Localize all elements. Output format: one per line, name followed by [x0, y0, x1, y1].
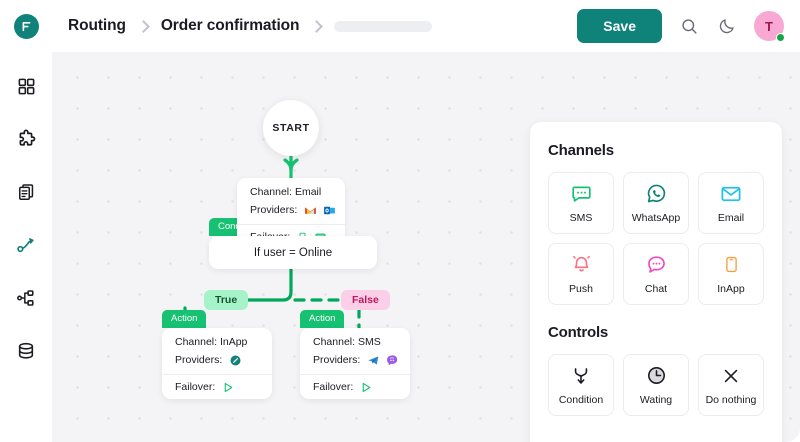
provider-icons — [367, 354, 399, 367]
chevron-right-icon — [310, 19, 324, 33]
sidebar-item-database[interactable] — [14, 339, 38, 363]
control-tile-waiting[interactable]: Wating — [623, 354, 689, 416]
channel-tile-label: Email — [717, 211, 745, 224]
control-tile-condition[interactable]: Condition — [548, 354, 614, 416]
save-button[interactable]: Save — [577, 9, 662, 43]
channels-grid: SMS WhatsApp — [548, 172, 764, 305]
provider-icons — [229, 354, 242, 367]
node-tag-action-sms: Action — [300, 310, 345, 328]
node-providers-label: Providers: — [250, 204, 298, 216]
node-providers-row: Providers: — [300, 351, 410, 374]
inapp-circle-icon — [230, 355, 241, 365]
app-header: Routing Order confirmation Save T — [0, 0, 800, 52]
breadcrumb-placeholder — [334, 20, 433, 32]
control-tile-label: Do nothing — [705, 393, 757, 406]
channel-tile-label: Push — [569, 282, 593, 295]
channel-tile-label: InApp — [717, 282, 745, 295]
clock-icon — [646, 365, 667, 387]
node-action-inapp[interactable]: Channel: InApp Providers: Failover: — [162, 328, 272, 399]
node-condition[interactable]: If user = Online — [209, 236, 377, 269]
sidebar-item-documents[interactable] — [14, 180, 38, 204]
node-action-sms[interactable]: Channel: SMS Providers: — [300, 328, 410, 399]
node-providers-label: Providers: — [175, 354, 223, 366]
channel-tile-email[interactable]: Email — [698, 172, 764, 234]
channel-tile-label: SMS — [569, 211, 593, 224]
node-channel-row: Channel: Email — [237, 178, 345, 201]
bell-icon — [571, 254, 592, 276]
branch-arrow-icon — [571, 365, 591, 387]
control-tile-do-nothing[interactable]: Do nothing — [698, 354, 764, 416]
envelope-icon — [720, 183, 742, 205]
sidebar-item-routing[interactable] — [14, 233, 38, 257]
phone-inapp-icon — [723, 254, 740, 276]
sms-bubble-icon — [571, 183, 592, 205]
controls-title: Controls — [548, 324, 609, 341]
sidebar-item-integrations[interactable] — [14, 127, 38, 151]
online-status-indicator — [776, 33, 785, 42]
node-channel-row: Channel: SMS — [300, 328, 410, 351]
branch-label-true[interactable]: True — [204, 290, 249, 310]
provider-icons — [304, 204, 336, 217]
flow-canvas[interactable]: START Channel: Email Providers: — [52, 52, 800, 442]
node-failover-row: Failover: — [300, 374, 410, 399]
gmail-icon — [305, 206, 317, 214]
node-channel-row: Channel: InApp — [162, 328, 272, 351]
flow-logo-icon[interactable] — [14, 14, 39, 39]
breadcrumb-item-order-confirmation[interactable]: Order confirmation — [160, 17, 300, 34]
node-tag-action-inapp: Action — [162, 310, 207, 328]
telegram-icon — [368, 355, 379, 365]
palette-panel: Channels SMS — [530, 122, 782, 442]
channel-tile-chat[interactable]: Chat — [623, 243, 689, 305]
outlook-icon — [324, 206, 336, 214]
sidebar-item-dashboard[interactable] — [14, 74, 38, 98]
node-failover-row: Failover: — [162, 374, 272, 399]
viber-icon — [387, 354, 398, 365]
header-actions: Save T — [577, 0, 785, 52]
node-failover-label: Failover: — [313, 381, 354, 393]
avatar[interactable]: T — [754, 11, 785, 42]
branch-label-false[interactable]: False — [341, 290, 390, 310]
failover-icons — [222, 381, 235, 394]
node-channel-label: Channel: Email — [250, 186, 322, 198]
channel-tile-label: Chat — [644, 282, 668, 295]
chevron-right-icon — [136, 19, 150, 33]
channel-tile-whatsapp[interactable]: WhatsApp — [623, 172, 689, 234]
condition-expression: If user = Online — [253, 246, 333, 259]
node-providers-label: Providers: — [313, 354, 361, 366]
node-providers-row: Providers: — [162, 351, 272, 374]
sidebar — [0, 52, 52, 442]
control-tile-label: Condition — [558, 393, 604, 406]
channel-tile-inapp[interactable]: InApp — [698, 243, 764, 305]
channel-tile-label: WhatsApp — [631, 211, 681, 224]
sidebar-item-nodes[interactable] — [14, 286, 38, 310]
channel-tile-sms[interactable]: SMS — [548, 172, 614, 234]
whatsapp-icon — [646, 183, 667, 205]
chat-dots-icon — [646, 254, 667, 276]
node-providers-row: Providers: — [237, 201, 345, 224]
node-channel-label: Channel: InApp — [175, 336, 248, 348]
send-play-icon — [224, 382, 233, 392]
channel-tile-push[interactable]: Push — [548, 243, 614, 305]
channels-title: Channels — [548, 142, 614, 159]
controls-grid: Condition Wating — [548, 354, 764, 416]
breadcrumb: Routing Order confirmation — [68, 0, 433, 52]
moon-icon[interactable] — [716, 15, 738, 37]
node-failover-label: Failover: — [175, 381, 216, 393]
send-play-icon — [362, 382, 371, 392]
control-tile-label: Wating — [639, 393, 673, 406]
start-node[interactable]: START — [263, 100, 319, 156]
close-x-icon — [721, 365, 741, 387]
breadcrumb-item-routing[interactable]: Routing — [68, 17, 126, 34]
failover-icons — [360, 381, 373, 394]
node-channel-label: Channel: SMS — [313, 336, 381, 348]
search-icon[interactable] — [678, 15, 700, 37]
